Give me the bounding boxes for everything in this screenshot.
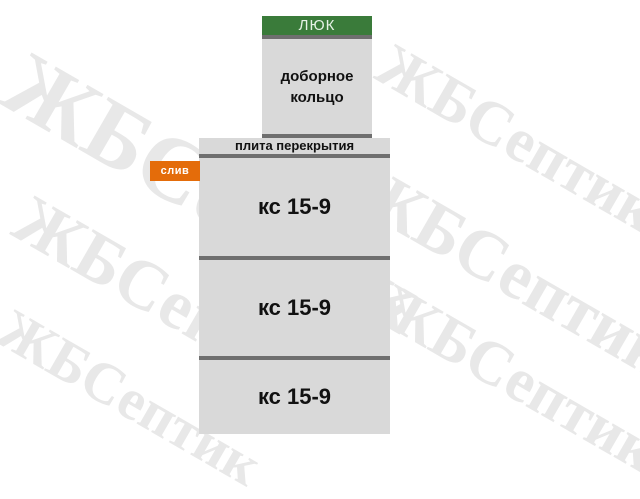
hatch-label: ЛЮК	[262, 16, 372, 35]
extra-ring-label: доборное кольцо	[281, 66, 354, 108]
watermark: ЖБСептик	[365, 270, 640, 488]
extra-ring: доборное кольцо	[262, 39, 372, 134]
well-ring-label: кс 15-9	[258, 295, 331, 321]
drain-label: слив	[150, 161, 200, 181]
well-ring-2: кс 15-9	[199, 260, 390, 356]
cover-slab: плита перекрытия	[199, 138, 390, 154]
well-ring-1: кс 15-9	[199, 158, 390, 256]
well-ring-label: кс 15-9	[258, 384, 331, 410]
well-ring-3: кс 15-9	[199, 360, 390, 434]
watermark: ЖБСептик	[365, 30, 640, 248]
well-ring-label: кс 15-9	[258, 194, 331, 220]
